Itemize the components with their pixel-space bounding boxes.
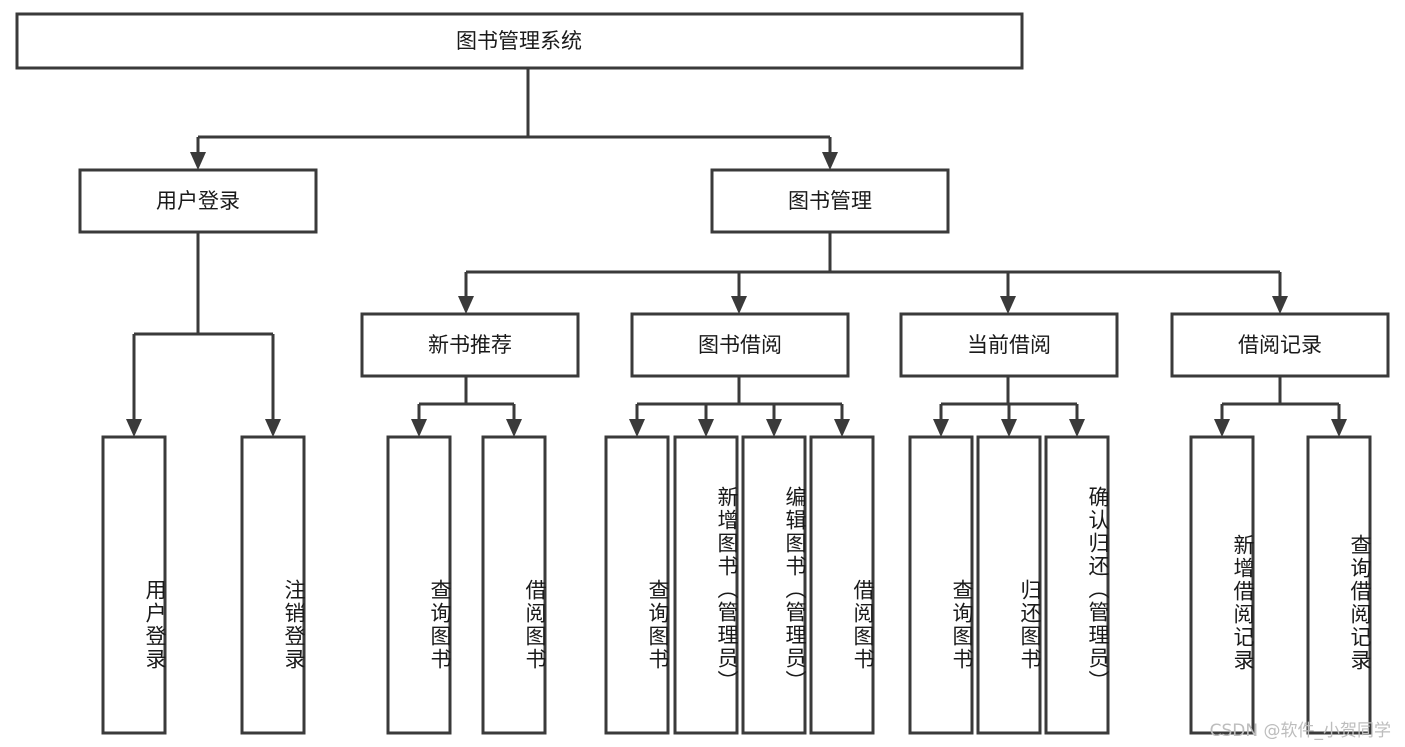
- leaf-box-add-book[interactable]: [673, 435, 739, 735]
- leaf-box-query-record[interactable]: [1306, 435, 1372, 735]
- node-user-login[interactable]: 用户登录: [78, 168, 318, 234]
- node-root[interactable]: 图书管理系统: [15, 12, 1024, 70]
- connector-currentborrow-to-leaves: [933, 376, 1085, 437]
- node-borrow-record[interactable]: 借阅记录: [1170, 312, 1390, 378]
- node-book-manage[interactable]: 图书管理: [710, 168, 950, 234]
- connector-borrowrecord-to-leaves: [1214, 376, 1347, 437]
- leaf-box-borrow-book-1[interactable]: [481, 435, 547, 735]
- leaf-box-confirm-return[interactable]: [1044, 435, 1110, 735]
- connector-bookmanage-to-level3: [458, 232, 1288, 314]
- leaf-box-logout-login[interactable]: [240, 435, 306, 735]
- connector-newbook-to-leaves: [411, 376, 522, 437]
- node-book-borrow[interactable]: 图书借阅: [630, 312, 850, 378]
- node-user-login-label: 用户登录: [156, 189, 240, 213]
- leaf-box-edit-book[interactable]: [741, 435, 807, 735]
- node-current-borrow-label: 当前借阅: [967, 333, 1051, 357]
- leaf-box-borrow-book-2[interactable]: [809, 435, 875, 735]
- node-book-borrow-label: 图书借阅: [698, 333, 782, 357]
- leaf-boxes: [101, 435, 1372, 735]
- node-new-book-rec[interactable]: 新书推荐: [360, 312, 580, 378]
- connector-root-to-level2: [190, 68, 838, 170]
- leaf-box-return-book[interactable]: [976, 435, 1042, 735]
- connector-bookborrow-to-leaves: [629, 376, 850, 437]
- connector-userlogin-to-leaves: [126, 232, 281, 437]
- leaf-box-query-book-3[interactable]: [908, 435, 974, 735]
- leaf-box-query-book-2[interactable]: [604, 435, 670, 735]
- node-book-manage-label: 图书管理: [788, 189, 872, 213]
- node-new-book-rec-label: 新书推荐: [428, 333, 512, 357]
- node-current-borrow[interactable]: 当前借阅: [899, 312, 1119, 378]
- leaf-box-user-login[interactable]: [101, 435, 167, 735]
- leaf-box-add-record[interactable]: [1189, 435, 1255, 735]
- csdn-watermark: CSDN @软件_小贺同学: [1209, 721, 1391, 741]
- node-borrow-record-label: 借阅记录: [1238, 333, 1322, 357]
- leaf-box-query-book-1[interactable]: [386, 435, 452, 735]
- node-root-label: 图书管理系统: [456, 29, 582, 53]
